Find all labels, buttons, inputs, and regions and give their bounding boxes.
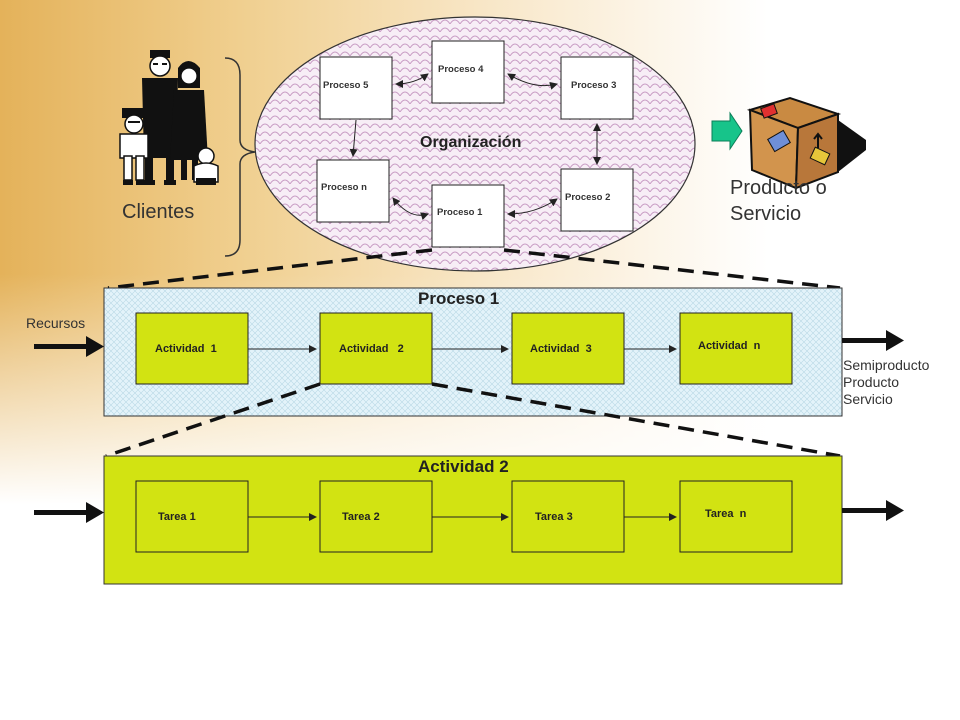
product-label-line2: Servicio [730, 203, 802, 225]
task-1-label: Tarea 1 [158, 511, 196, 523]
resources-label: Recursos [26, 315, 86, 331]
zoom-line-left-1 [107, 248, 433, 290]
process-4-label: Proceso 4 [438, 64, 484, 75]
product-box-icon [746, 96, 866, 190]
process-box-4 [431, 40, 505, 104]
task-2-label: Tarea 2 [342, 511, 380, 523]
task-n-label: Tarea n [705, 508, 747, 520]
process-5-label: Proceso 5 [323, 80, 369, 91]
process-3-label: Proceso 3 [571, 80, 617, 91]
flow-arrow-1-2 [507, 198, 558, 218]
process-output-arrow [842, 330, 904, 351]
flow-arrow-5-n [349, 119, 358, 157]
activity-detail-title: Actividad 2 [418, 457, 509, 476]
activity-3-label: Actividad 3 [530, 343, 592, 355]
product-label-line1: Producto o [730, 177, 827, 199]
activity-input-arrow [34, 502, 104, 523]
task-box-3 [511, 480, 625, 553]
process-n-label: Proceso n [321, 182, 367, 193]
task-box-1 [135, 480, 249, 553]
output-semiproducto: Semiproducto [843, 357, 930, 373]
task-box-n [679, 480, 793, 553]
organization-title: Organización [420, 134, 522, 151]
process-box-3 [560, 56, 634, 120]
process-1-label: Proceso 1 [437, 207, 483, 218]
activity-1-label: Actividad 1 [155, 343, 217, 355]
task-3-label: Tarea 3 [535, 511, 573, 523]
clients-people-icon [119, 50, 219, 185]
clients-brace [224, 57, 256, 257]
process-box-n [316, 159, 390, 223]
process-box-5 [319, 56, 393, 120]
zoom-line-left-2 [105, 382, 321, 458]
output-producto: Producto [843, 374, 900, 390]
zoom-line-right-2 [431, 382, 841, 458]
flow-arrow-n-1 [392, 197, 429, 221]
activity-box-n [679, 312, 793, 385]
output-servicio: Servicio [843, 391, 893, 407]
activity-output-arrow [842, 500, 904, 521]
zoom-line-right-1 [503, 248, 841, 290]
process-box-1 [431, 184, 505, 248]
flow-arrow-5-4 [395, 73, 429, 88]
activity-box-3 [511, 312, 625, 385]
process-2-label: Proceso 2 [565, 192, 611, 203]
clients-label: Clientes [122, 201, 195, 223]
activity-box-2 [319, 312, 433, 385]
output-green-arrow [711, 111, 743, 151]
flow-arrow-4-3 [507, 73, 558, 90]
task-box-2 [319, 480, 433, 553]
resources-input-arrow [34, 336, 104, 357]
activity-2-label: Actividad 2 [339, 343, 404, 355]
process-detail-title: Proceso 1 [418, 289, 500, 308]
process-box-2 [560, 168, 634, 232]
activity-n-label: Actividad n [698, 340, 761, 352]
